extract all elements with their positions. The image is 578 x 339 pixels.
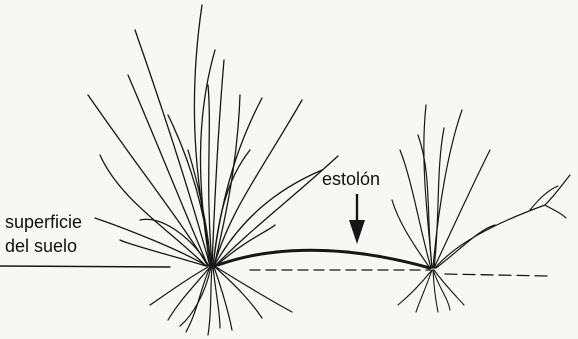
soil-surface-label-line1: superficie [5,212,82,233]
stolon-arrow [349,194,365,244]
soil-surface-label-line2: del suelo [5,236,77,257]
stolon-label: estolón [322,169,380,190]
right-plant-blades [392,105,570,268]
left-plant-roots [150,267,292,335]
left-plant-blades [88,5,338,266]
soil-surface-line [0,266,548,276]
stolon-runner [218,250,430,268]
right-plant-roots [398,270,464,312]
